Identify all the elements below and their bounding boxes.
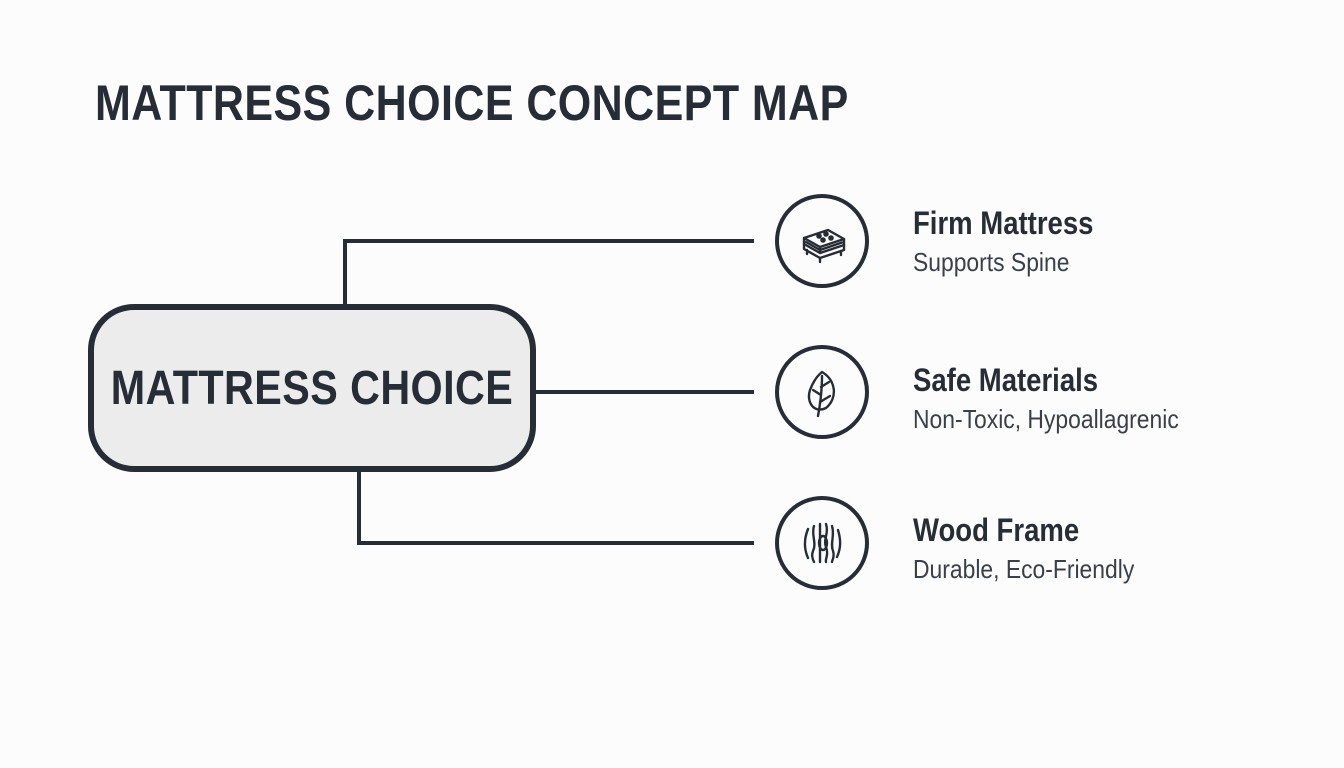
branch-wood-frame: Wood Frame Durable, Eco-Friendly xyxy=(913,514,1164,582)
branch-subtitle: Supports Spine xyxy=(913,247,1070,277)
branch-title: Safe Materials xyxy=(913,362,1099,398)
page-title: MATTRESS CHOICE CONCEPT MAP xyxy=(95,75,849,131)
branch-subtitle: Non-Toxic, Hypoallagrenic xyxy=(913,404,1179,434)
connector-wood-frame xyxy=(357,468,754,545)
branch-subtitle: Durable, Eco-Friendly xyxy=(913,554,1135,584)
mattress-icon xyxy=(775,194,869,288)
branch-firm-mattress: Firm Mattress Supports Spine xyxy=(913,207,1123,275)
leaf-icon xyxy=(775,345,869,439)
branch-title: Firm Mattress xyxy=(913,205,1094,241)
central-node: MATTRESS CHOICE xyxy=(88,304,536,472)
branch-safe-materials: Safe Materials Non-Toxic, Hypoallagrenic xyxy=(913,364,1215,432)
connector-firm-mattress xyxy=(343,239,754,308)
central-node-label: MATTRESS CHOICE xyxy=(110,361,514,415)
wood-grain-icon xyxy=(775,496,869,590)
branch-title: Wood Frame xyxy=(913,512,1080,548)
